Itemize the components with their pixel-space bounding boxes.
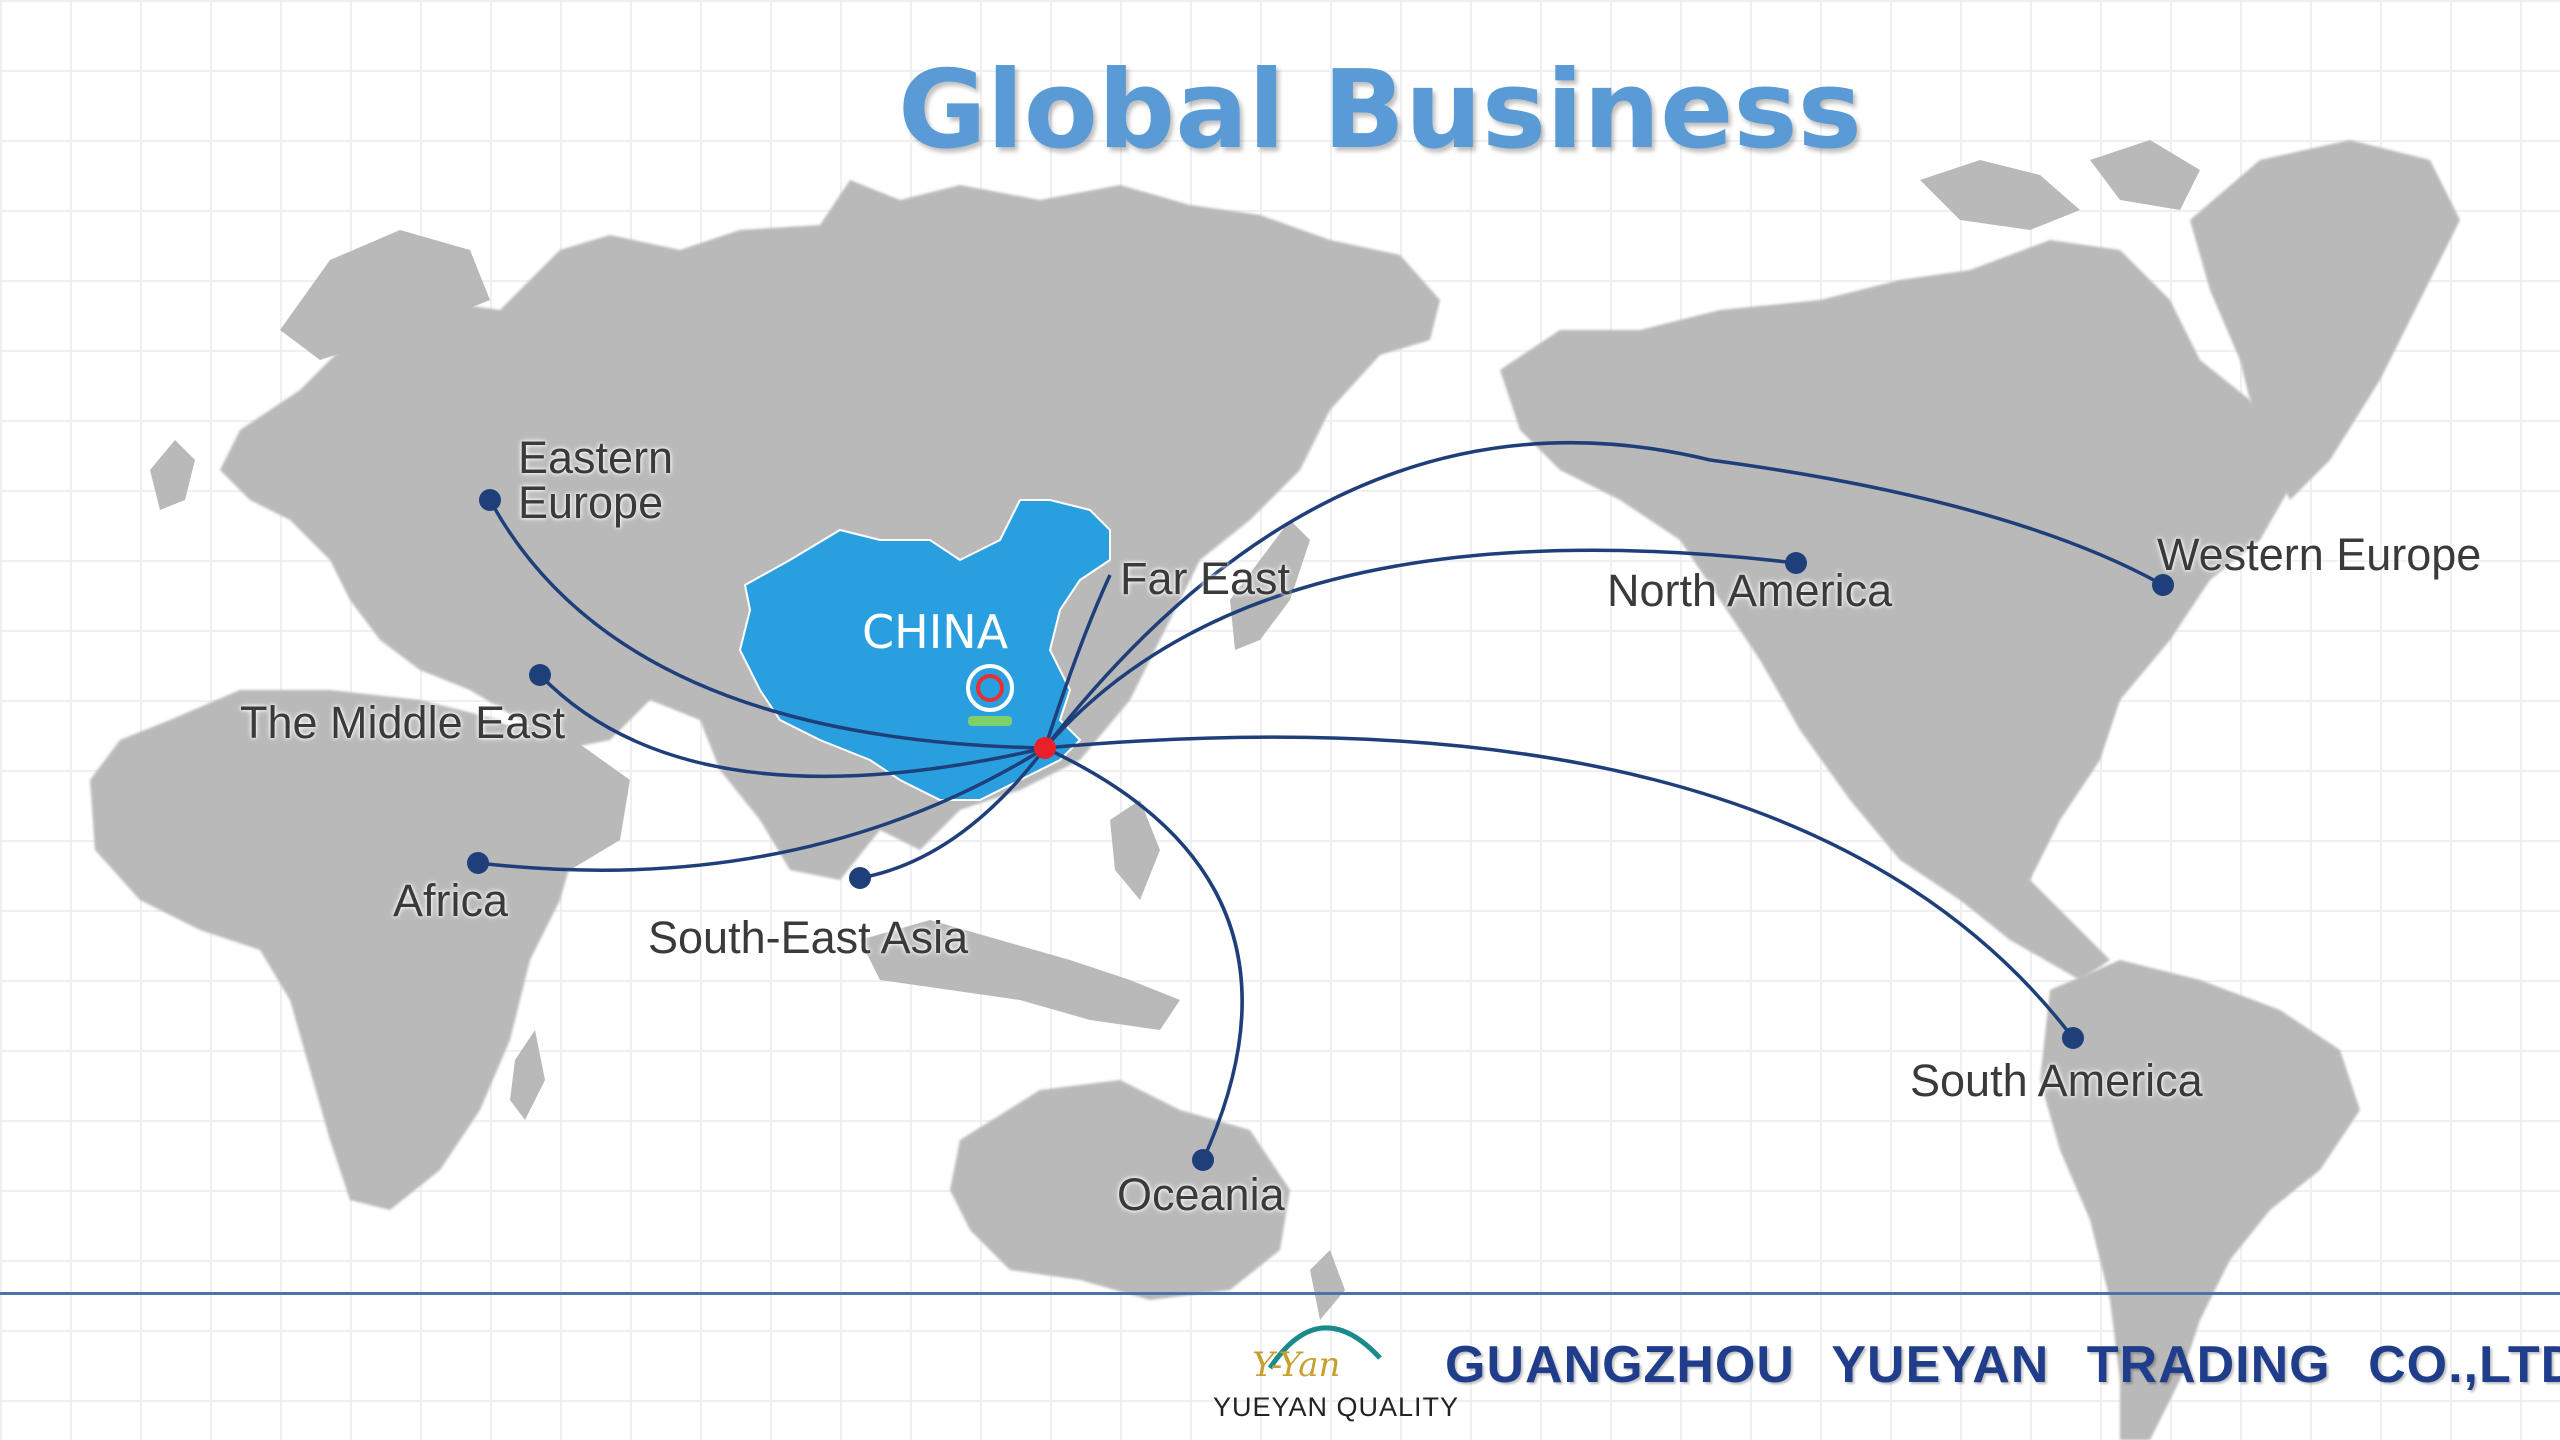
logo-mark: Y-Yan	[1252, 1345, 1340, 1385]
dot-south-america	[2062, 1027, 2084, 1049]
landmass-australia	[950, 1080, 1290, 1300]
label-middle-east: The Middle East	[240, 697, 566, 748]
landmass-madagascar	[510, 1030, 545, 1120]
label-eastern-europe: Eastern Europe	[518, 432, 674, 528]
landmass-north-america	[1500, 240, 2300, 980]
route-south-east-asia	[859, 746, 1047, 880]
route-eastern-europe	[488, 499, 1046, 750]
dot-eastern-europe	[479, 489, 501, 511]
landmass-uk	[150, 440, 195, 510]
landmass-arctic-islands-2	[2090, 140, 2200, 210]
landmass-philippines	[1110, 800, 1160, 900]
landmass-indonesia	[860, 920, 1180, 1030]
logo-caption: YUEYAN QUALITY	[1213, 1392, 1460, 1422]
landmass-arctic-islands	[1920, 160, 2080, 230]
landmass-japan	[1230, 520, 1310, 650]
label-oceania: Oceania	[1117, 1169, 1285, 1220]
dot-south-east-asia	[849, 867, 871, 889]
footer-divider	[0, 1292, 2560, 1295]
destination-dots	[467, 489, 2174, 1171]
label-africa: Africa	[393, 875, 509, 926]
dot-middle-east	[529, 664, 551, 686]
dot-north-america	[1785, 552, 1807, 574]
dot-western-europe	[2152, 574, 2174, 596]
route-far-east	[1043, 574, 1112, 749]
route-western-europe	[1043, 441, 2164, 750]
route-middle-east	[538, 673, 1046, 779]
route-africa	[477, 746, 1046, 872]
landmass-arabia	[460, 720, 630, 870]
landmass-greenland	[2190, 140, 2460, 500]
dot-africa	[467, 852, 489, 874]
page-title: Global Business	[898, 48, 1862, 173]
route-oceania	[1044, 746, 1244, 1161]
dot-oceania	[1192, 1149, 1214, 1171]
hub-dot	[1034, 737, 1056, 759]
label-south-america: South America	[1910, 1055, 2203, 1106]
label-north-america: North America	[1607, 565, 1893, 616]
landmass-africa	[90, 690, 580, 1210]
china-label: CHINA	[862, 605, 1009, 659]
route-north-america	[1043, 548, 1797, 750]
china-logo	[966, 664, 1014, 726]
landmass-eurasia	[220, 180, 1440, 880]
routes	[477, 441, 2164, 1161]
landmass-south-america	[2040, 960, 2360, 1440]
company-name: GUANGZHOU YUEYAN TRADING CO.,LTD	[1445, 1336, 2560, 1394]
company-logo: Y-Yan	[1252, 1325, 1382, 1385]
landmass-new-zealand	[1310, 1250, 1345, 1320]
label-south-east-asia: South-East Asia	[648, 912, 969, 963]
label-western-europe: Western Europe	[2157, 529, 2482, 580]
route-south-america	[1044, 735, 2075, 1040]
label-far-east: Far East	[1120, 553, 1291, 604]
landmass-scandinavia	[280, 230, 490, 360]
